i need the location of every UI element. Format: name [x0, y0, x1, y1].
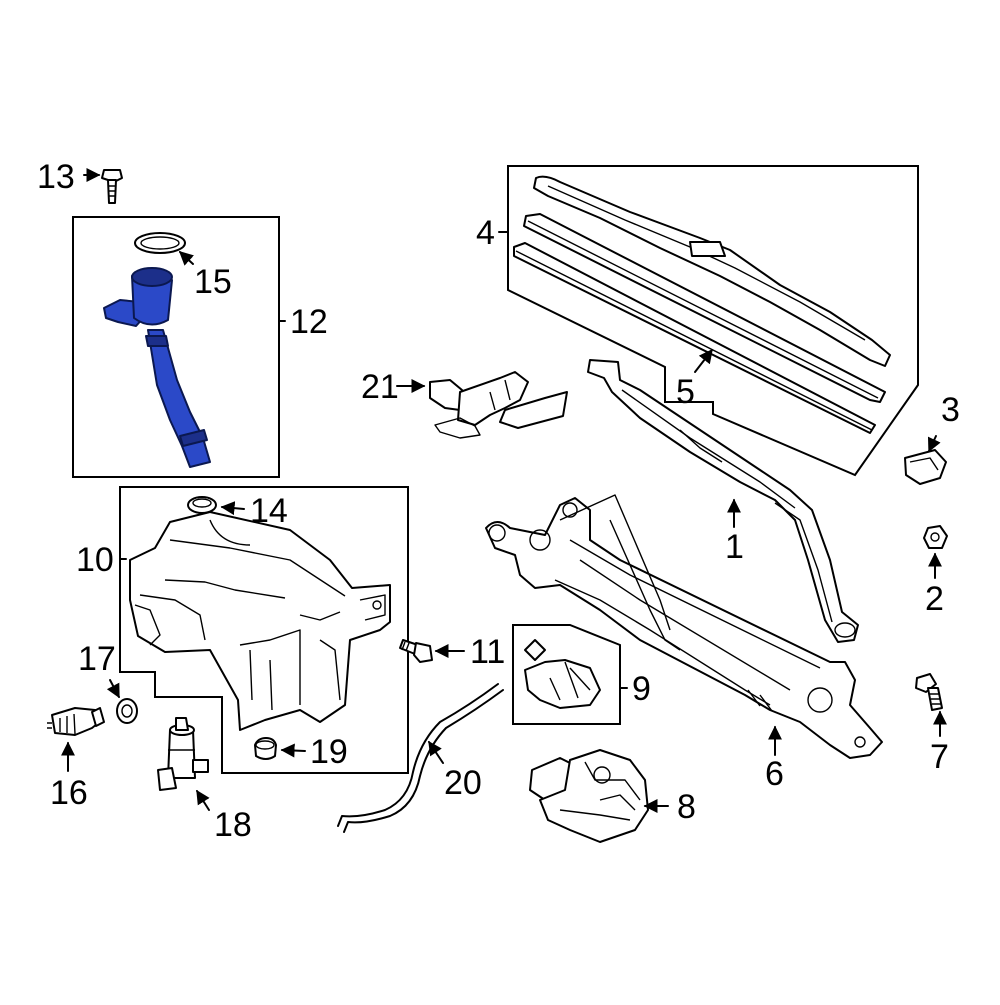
callout-leaders: [61, 168, 947, 813]
wiper-motor-8[interactable]: [529, 749, 649, 843]
pivot-cap-3[interactable]: [904, 449, 947, 485]
washer-hose-20[interactable]: [337, 683, 504, 833]
washer-filler-neck-12[interactable]: [103, 267, 211, 468]
bolt-7[interactable]: [915, 673, 943, 711]
washer-pump-18[interactable]: [157, 717, 209, 791]
callout-17: 17: [78, 640, 116, 678]
bolt-13[interactable]: [101, 169, 123, 204]
callout-15: 15: [194, 263, 232, 301]
callout-16: 16: [50, 774, 88, 812]
grommet-14[interactable]: [187, 496, 217, 514]
group-box-9: [512, 624, 621, 725]
callout-3: 3: [941, 391, 960, 429]
group-box-12: [72, 216, 280, 478]
callout-18: 18: [214, 806, 252, 844]
callout-7: 7: [930, 738, 949, 776]
grommet-19[interactable]: [254, 737, 277, 760]
callout-8: 8: [677, 788, 696, 826]
callout-21: 21: [361, 368, 399, 406]
callout-4: 4: [476, 214, 495, 252]
wiper-blade-4[interactable]: [513, 175, 891, 434]
motor-bracket-9[interactable]: [524, 639, 601, 709]
filler-neck-body: [131, 275, 173, 326]
callout-19: 19: [310, 733, 348, 771]
callout-10: 10: [76, 541, 114, 579]
washer-nozzle-21[interactable]: [429, 371, 568, 439]
group-box-10: [119, 486, 409, 774]
callout-11: 11: [470, 633, 505, 671]
callout-1: 1: [725, 528, 744, 566]
callout-6: 6: [765, 755, 784, 793]
callout-12: 12: [290, 303, 328, 341]
nut-2[interactable]: [923, 525, 948, 549]
washer-reservoir-10[interactable]: [129, 511, 391, 731]
bolt-11[interactable]: [399, 639, 433, 663]
level-sensor-16[interactable]: [47, 707, 105, 736]
callout-numbers: 13 15 12 14 10 11 17 16 18 19 20 21 4 5 …: [37, 158, 960, 844]
seal-ring-15[interactable]: [134, 232, 186, 254]
callout-5: 5: [676, 373, 695, 411]
callout-13: 13: [37, 158, 75, 196]
filler-neck-cap: [131, 267, 173, 287]
filler-neck-tube: [147, 329, 211, 468]
callout-14: 14: [250, 492, 288, 530]
callout-2: 2: [925, 580, 944, 618]
grommet-17[interactable]: [116, 698, 138, 724]
callout-20: 20: [444, 764, 482, 802]
wiper-arm-1[interactable]: [587, 359, 859, 643]
filler-neck-ring-2: [179, 429, 208, 447]
wiper-linkage-6[interactable]: [485, 494, 883, 759]
group-box-4: [507, 165, 919, 477]
filler-neck-ring: [145, 335, 169, 347]
callout-9: 9: [632, 670, 651, 708]
